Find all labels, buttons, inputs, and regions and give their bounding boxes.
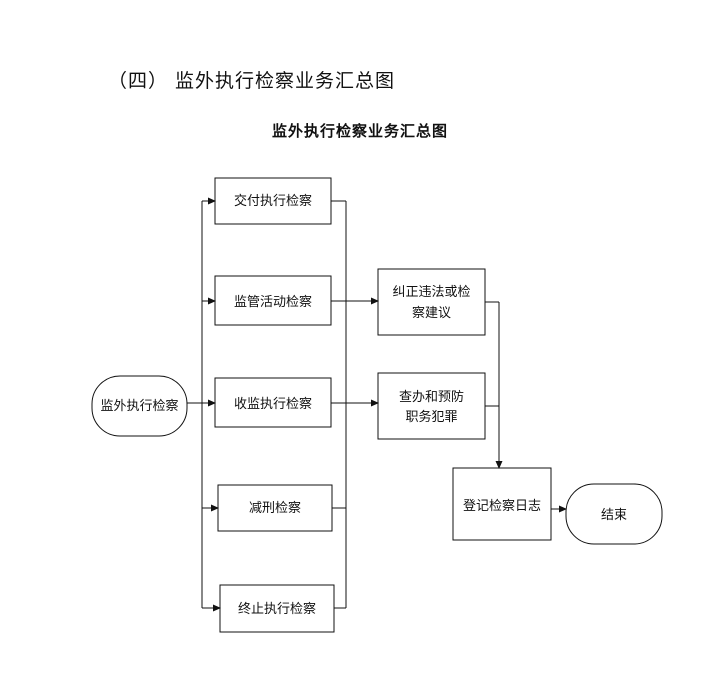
dengji-label: 登记检察日志 bbox=[463, 499, 541, 514]
shoujian-label: 收监执行检察 bbox=[234, 397, 312, 412]
diagram-title: 监外执行检察业务汇总图 bbox=[271, 122, 448, 140]
jianxing-label: 减刑检察 bbox=[249, 501, 301, 516]
end-node bbox=[565, 483, 663, 545]
start-node bbox=[91, 375, 188, 437]
jiuzheng-label-line1: 纠正违法或检 bbox=[392, 285, 470, 300]
chaban-label-line1: 查办和预防 bbox=[399, 389, 464, 405]
node-jiuzheng bbox=[377, 268, 486, 336]
jiaofu-label: 交付执行检察 bbox=[234, 193, 312, 209]
node-chaban bbox=[377, 372, 486, 440]
start-label: 监外执行检察 bbox=[100, 399, 178, 414]
end-label: 结束 bbox=[601, 508, 627, 523]
zhongzhi-label: 终止执行检察 bbox=[238, 601, 316, 617]
node-dengji bbox=[452, 467, 552, 541]
chaban-label-line2: 职务犯罪 bbox=[405, 409, 457, 425]
jiuzheng-label-line2: 察建议 bbox=[412, 306, 451, 321]
jianguan-label: 监管活动检察 bbox=[234, 295, 312, 310]
section-heading: （四） 监外执行检察业务汇总图 bbox=[108, 70, 396, 92]
